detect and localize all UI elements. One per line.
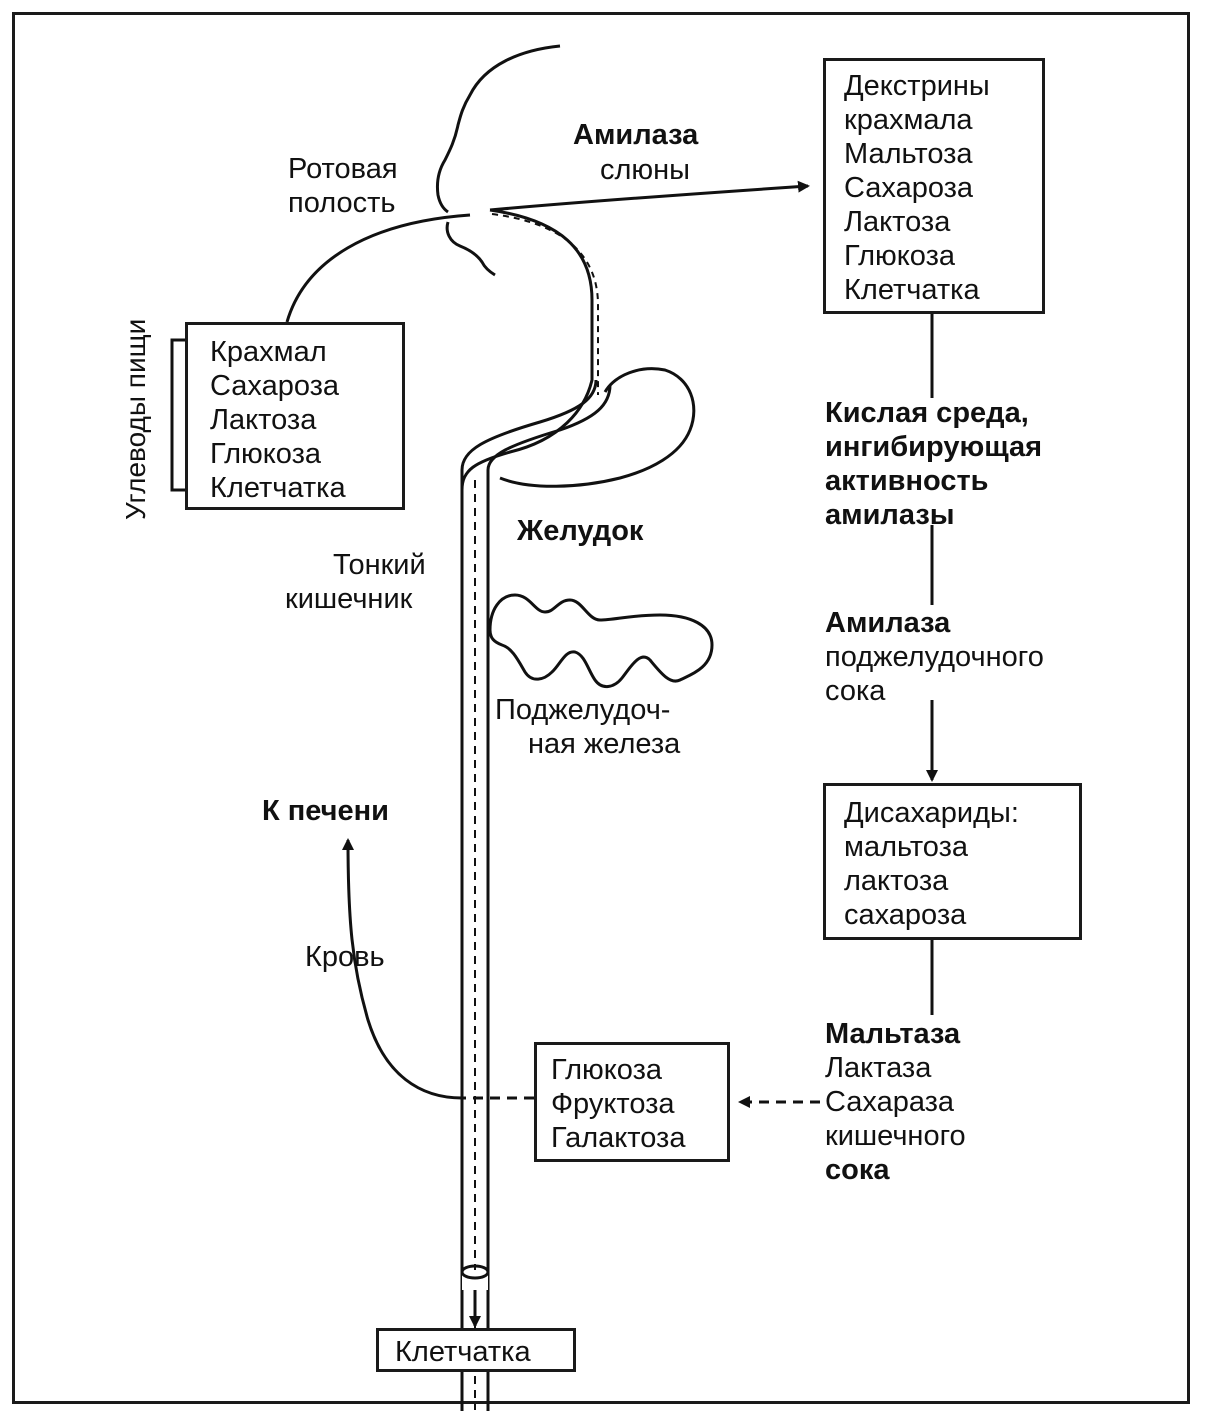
disaccharides-item: Дисахариды: — [844, 797, 1019, 829]
enzyme-3: Сахараза — [825, 1086, 955, 1118]
pancreatic-amylase-2: поджелудочного — [825, 641, 1044, 673]
enzyme-2: Лактаза — [825, 1052, 932, 1084]
saliva-amylase-1: Амилаза — [573, 119, 699, 151]
monosaccharide-item: Фруктоза — [551, 1088, 675, 1120]
enzyme-1: Мальтаза — [825, 1018, 961, 1050]
pancreas-shape — [488, 593, 714, 688]
acid-env-1: Кислая среда, — [825, 397, 1029, 429]
fiber-out-label: Клетчатка — [395, 1336, 531, 1368]
pancreatic-amylase-3: сока — [825, 675, 886, 707]
small-intestine-1: Тонкий — [333, 549, 426, 581]
figure-frame — [12, 12, 1190, 1404]
dextrins-box: Декстрины крахмала Мальтоза Сахароза Лак… — [823, 58, 1045, 314]
tube-to-intestine — [486, 384, 612, 471]
acid-env-4: амилазы — [825, 499, 955, 531]
stomach-shape — [499, 367, 696, 488]
dextrins-item: Клетчатка — [844, 274, 980, 306]
dextrins-item: Мальтоза — [844, 138, 973, 170]
dextrins-item: Глюкоза — [844, 240, 955, 272]
food-carbs-label: Углеводы пищи — [120, 318, 151, 520]
pancreas-label-1: Поджелудоч- — [495, 694, 671, 726]
chin-profile — [445, 221, 496, 277]
disaccharides-item: сахароза — [844, 899, 967, 931]
food-item: Глюкоза — [210, 438, 321, 470]
disaccharides-item: лактоза — [844, 865, 949, 897]
tube-dashed-core — [491, 213, 599, 395]
enzyme-4: кишечного — [825, 1120, 966, 1152]
to-liver-label: К печени — [262, 795, 389, 827]
disaccharides-box: Дисахариды: мальтоза лактоза сахароза — [823, 783, 1082, 940]
food-item: Сахароза — [210, 370, 340, 402]
pancreatic-amylase-1: Амилаза — [825, 607, 951, 639]
esophagus-outer-right — [452, 218, 580, 1411]
dextrins-item: Декстрины — [844, 70, 990, 102]
head-profile — [436, 44, 561, 214]
disaccharides-item: мальтоза — [844, 831, 969, 863]
food-item: Лактоза — [210, 404, 317, 436]
food-item: Клетчатка — [210, 472, 346, 504]
head-outline — [285, 213, 471, 323]
monosaccharides-box: Глюкоза Фруктоза Галактоза — [534, 1042, 730, 1162]
mouth-to-dextrins-arrow — [489, 180, 810, 212]
saliva-amylase-2: слюны — [600, 154, 691, 186]
small-intestine-2: кишечник — [285, 583, 413, 615]
monosaccharide-item: Глюкоза — [551, 1054, 662, 1086]
enzyme-5: сока — [825, 1154, 890, 1186]
acid-env-3: активность — [825, 465, 989, 497]
monosaccharide-item: Галактоза — [551, 1122, 686, 1154]
dextrins-item: Сахароза — [844, 172, 974, 204]
blood-label: Кровь — [305, 941, 385, 973]
dextrins-item: Лактоза — [844, 206, 951, 238]
mouth-label-2: полость — [288, 187, 396, 219]
pancreas-label-2: ная железа — [528, 728, 681, 760]
food-carbs-box: Крахмал Сахароза Лактоза Глюкоза Клетчат… — [185, 322, 405, 510]
blood-to-liver-arrow — [342, 838, 463, 1100]
food-item: Крахмал — [210, 336, 327, 368]
mouth-label-1: Ротовая — [288, 153, 398, 185]
food-bracket — [170, 338, 185, 492]
acid-env-2: ингибирующая — [825, 431, 1043, 463]
tube-to-intestine-left — [460, 379, 598, 471]
esophagus-outer-left — [460, 208, 594, 1411]
dextrins-item: крахмала — [844, 104, 973, 136]
fiber-out-box: Клетчатка — [376, 1328, 576, 1372]
stomach-label: Желудок — [517, 515, 644, 547]
